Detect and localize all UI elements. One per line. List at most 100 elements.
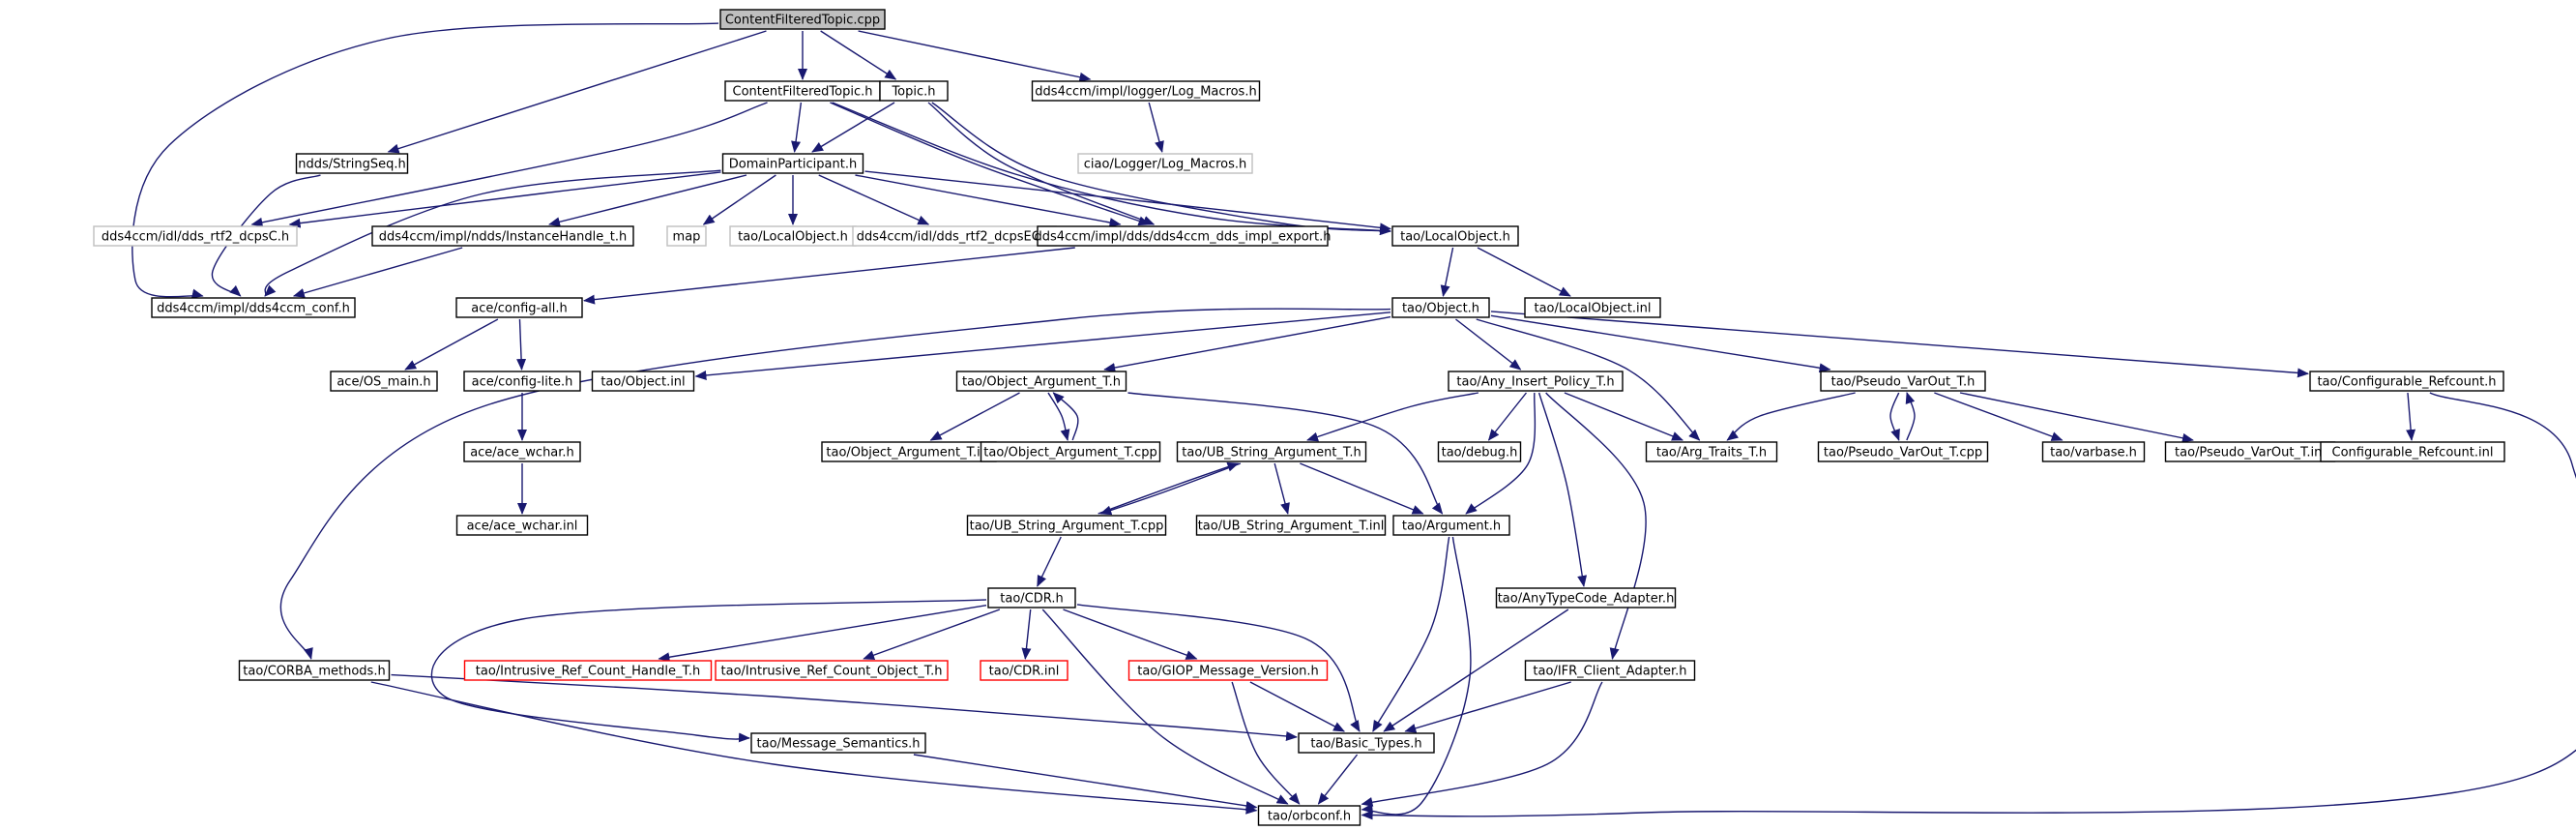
node-label: dds4ccm/idl/dds_rtf2_dcpsEC.h	[857, 230, 1052, 245]
node-dp-h[interactable]: DomainParticipant.h	[721, 153, 864, 174]
edge-dp_h-to-rtf2_dcpsc	[288, 171, 721, 228]
node-anytypecode[interactable]: tao/AnyTypeCode_Adapter.h	[1495, 587, 1677, 608]
node-box	[879, 80, 949, 102]
node-tao-localobj-ext: tao/LocalObject.h	[729, 225, 857, 247]
node-cft-h[interactable]: ContentFilteredTopic.h	[724, 80, 881, 102]
edge-obj_arg_t_h-to-argument_h	[1127, 392, 1444, 515]
node-ciao-log: ciao/Logger/Log_Macros.h	[1077, 153, 1253, 174]
node-box	[980, 660, 1068, 681]
node-label: dds4ccm/impl/ndds/InstanceHandle_t.h	[379, 230, 627, 245]
node-box	[1391, 297, 1490, 318]
node-box	[330, 371, 438, 392]
node-label: dds4ccm/impl/dds/dds4ccm_dds_impl_export…	[1035, 230, 1332, 245]
node-argument-h[interactable]: tao/Argument.h	[1392, 515, 1510, 536]
node-orbconf[interactable]: tao/orbconf.h	[1257, 805, 1361, 826]
node-object-inl[interactable]: tao/Object.inl	[591, 371, 695, 392]
node-debug-h[interactable]: tao/debug.h	[1437, 441, 1522, 462]
node-box	[455, 297, 583, 318]
edge-cft_cpp-to-stringseq	[387, 30, 767, 154]
node-label: tao/debug.h	[1442, 446, 1518, 460]
node-label: tao/UB_String_Argument_T.h	[1182, 446, 1361, 460]
node-label: tao/Intrusive_Ref_Count_Handle_T.h	[476, 665, 700, 679]
node-tao-localobj[interactable]: tao/LocalObject.h	[1391, 225, 1519, 247]
node-label: tao/Arg_Traits_T.h	[1656, 446, 1767, 460]
node-box	[1195, 515, 1387, 536]
edge-dp_h-to-dds4ccm_conf	[264, 169, 721, 297]
node-label: tao/varbase.h	[2050, 446, 2137, 460]
edge-pseudo_varout_h-to-pseudo_varout_inl	[1959, 392, 2194, 443]
edge-ub_str_arg_h-to-ub_str_arg_inl	[1273, 462, 1290, 515]
node-label: tao/IFR_Client_Adapter.h	[1533, 665, 1686, 679]
node-instancehandle[interactable]: dds4ccm/impl/ndds/InstanceHandle_t.h	[371, 225, 634, 247]
node-ub-str-arg-h[interactable]: tao/UB_String_Argument_T.h	[1176, 441, 1367, 462]
node-box	[1257, 805, 1361, 826]
node-ifr-client[interactable]: tao/IFR_Client_Adapter.h	[1524, 660, 1696, 681]
node-config-lite[interactable]: ace/config-lite.h	[463, 371, 581, 392]
node-box	[238, 660, 391, 681]
node-box	[2320, 441, 2505, 462]
node-topic-h[interactable]: Topic.h	[879, 80, 949, 102]
node-config-all[interactable]: ace/config-all.h	[455, 297, 583, 318]
node-pseudo-varout-inl[interactable]: tao/Pseudo_VarOut_T.inl	[2164, 441, 2336, 462]
edge-log_macros-to-ciao_log	[1148, 102, 1164, 153]
node-localobj-inl[interactable]: tao/LocalObject.inl	[1524, 297, 1661, 318]
node-ace-wchar-inl[interactable]: ace/ace_wchar.inl	[455, 515, 589, 536]
edge-cdr_h-to-orbconf	[1041, 608, 1289, 805]
node-cft-cpp[interactable]: ContentFilteredTopic.cpp	[719, 9, 886, 30]
node-ub-str-arg-cpp[interactable]: tao/UB_String_Argument_T.cpp	[966, 515, 1167, 536]
node-log-macros[interactable]: dds4ccm/impl/logger/Log_Macros.h	[1031, 80, 1261, 102]
node-cdr-h[interactable]: tao/CDR.h	[987, 587, 1076, 608]
node-pseudo-varout-cpp[interactable]: tao/Pseudo_VarOut_T.cpp	[1817, 441, 1989, 462]
node-tao-object-h[interactable]: tao/Object.h	[1391, 297, 1490, 318]
node-ub-str-arg-inl[interactable]: tao/UB_String_Argument_T.inl	[1195, 515, 1387, 536]
edge-basic_types-to-orbconf	[1317, 754, 1359, 805]
node-box	[1437, 441, 1522, 462]
edge-cdr_h-to-msg_semantics	[430, 599, 987, 743]
node-obj-arg-t-cpp[interactable]: tao/Object_Argument_T.cpp	[980, 441, 1161, 462]
node-label: tao/Pseudo_VarOut_T.cpp	[1824, 446, 1982, 460]
node-obj-arg-t-h[interactable]: tao/Object_Argument_T.h	[955, 371, 1127, 392]
node-stringseq[interactable]: ndds/StringSeq.h	[295, 153, 409, 174]
node-any-insert[interactable]: tao/Any_Insert_Policy_T.h	[1448, 371, 1624, 392]
node-dds-impl-export[interactable]: dds4ccm/impl/dds/dds4ccm_dds_impl_export…	[1035, 225, 1332, 247]
node-ace-wchar-h[interactable]: ace/ace_wchar.h	[463, 441, 581, 462]
node-corba-methods[interactable]: tao/CORBA_methods.h	[238, 660, 391, 681]
node-dds4ccm-conf[interactable]: dds4ccm/impl/dds4ccm_conf.h	[151, 297, 356, 318]
edge-cdr_h-to-cdr_inl	[1021, 608, 1032, 660]
node-box	[987, 587, 1076, 608]
node-varbase[interactable]: tao/varbase.h	[2041, 441, 2146, 462]
edge-config_all-to-config_lite	[516, 318, 527, 371]
node-box	[721, 153, 864, 174]
edge-obj_arg_t_cpp-to-obj_arg_t_h	[1052, 392, 1079, 441]
node-label: ace/OS_main.h	[337, 375, 430, 390]
edge-pseudo_varout_cpp-to-pseudo_varout_h	[1905, 392, 1916, 441]
edge-tao_object_h-to-corba_methods	[279, 308, 1391, 660]
edge-obj_arg_t_h-to-obj_arg_t_cpp	[1047, 392, 1070, 441]
node-conf-refcount-inl[interactable]: Configurable_Refcount.inl	[2320, 441, 2505, 462]
node-box	[1031, 80, 1261, 102]
edge-cft_h-to-dp_h	[791, 102, 803, 153]
node-label: tao/LocalObject.h	[738, 230, 848, 245]
node-label: tao/UB_String_Argument_T.inl	[1198, 519, 1385, 534]
node-label: dds4ccm/idl/dds_rtf2_dcpsC.h	[102, 230, 289, 245]
node-rtf2-dcpsc: dds4ccm/idl/dds_rtf2_dcpsC.h	[93, 225, 298, 247]
node-label: tao/Configurable_Refcount.h	[2317, 375, 2496, 390]
node-msg-semantics[interactable]: tao/Message_Semantics.h	[750, 732, 926, 754]
node-box	[1176, 441, 1367, 462]
node-pseudo-varout-h[interactable]: tao/Pseudo_VarOut_T.h	[1820, 371, 1986, 392]
node-intrusive-handle: tao/Intrusive_Ref_Count_Handle_T.h	[463, 660, 713, 681]
node-basic-types[interactable]: tao/Basic_Types.h	[1298, 732, 1435, 754]
edge-config_all-to-os_main	[404, 318, 499, 371]
edge-corba_methods-to-orbconf	[370, 681, 1258, 815]
node-label: dds4ccm/impl/dds4ccm_conf.h	[157, 302, 350, 316]
edge-tao_localobj-to-tao_object_h	[1440, 247, 1454, 297]
node-intrusive-object: tao/Intrusive_Ref_Count_Object_T.h	[715, 660, 949, 681]
node-obj-arg-t-inl[interactable]: tao/Object_Argument_T.inl	[821, 441, 997, 462]
node-arg-traits[interactable]: tao/Arg_Traits_T.h	[1645, 441, 1778, 462]
edge-argument_h-to-basic_types	[1372, 536, 1450, 732]
node-conf-refcount-h[interactable]: tao/Configurable_Refcount.h	[2309, 371, 2504, 392]
node-label: ace/ace_wchar.h	[470, 446, 574, 460]
node-box	[463, 660, 713, 681]
node-os-main[interactable]: ace/OS_main.h	[330, 371, 438, 392]
